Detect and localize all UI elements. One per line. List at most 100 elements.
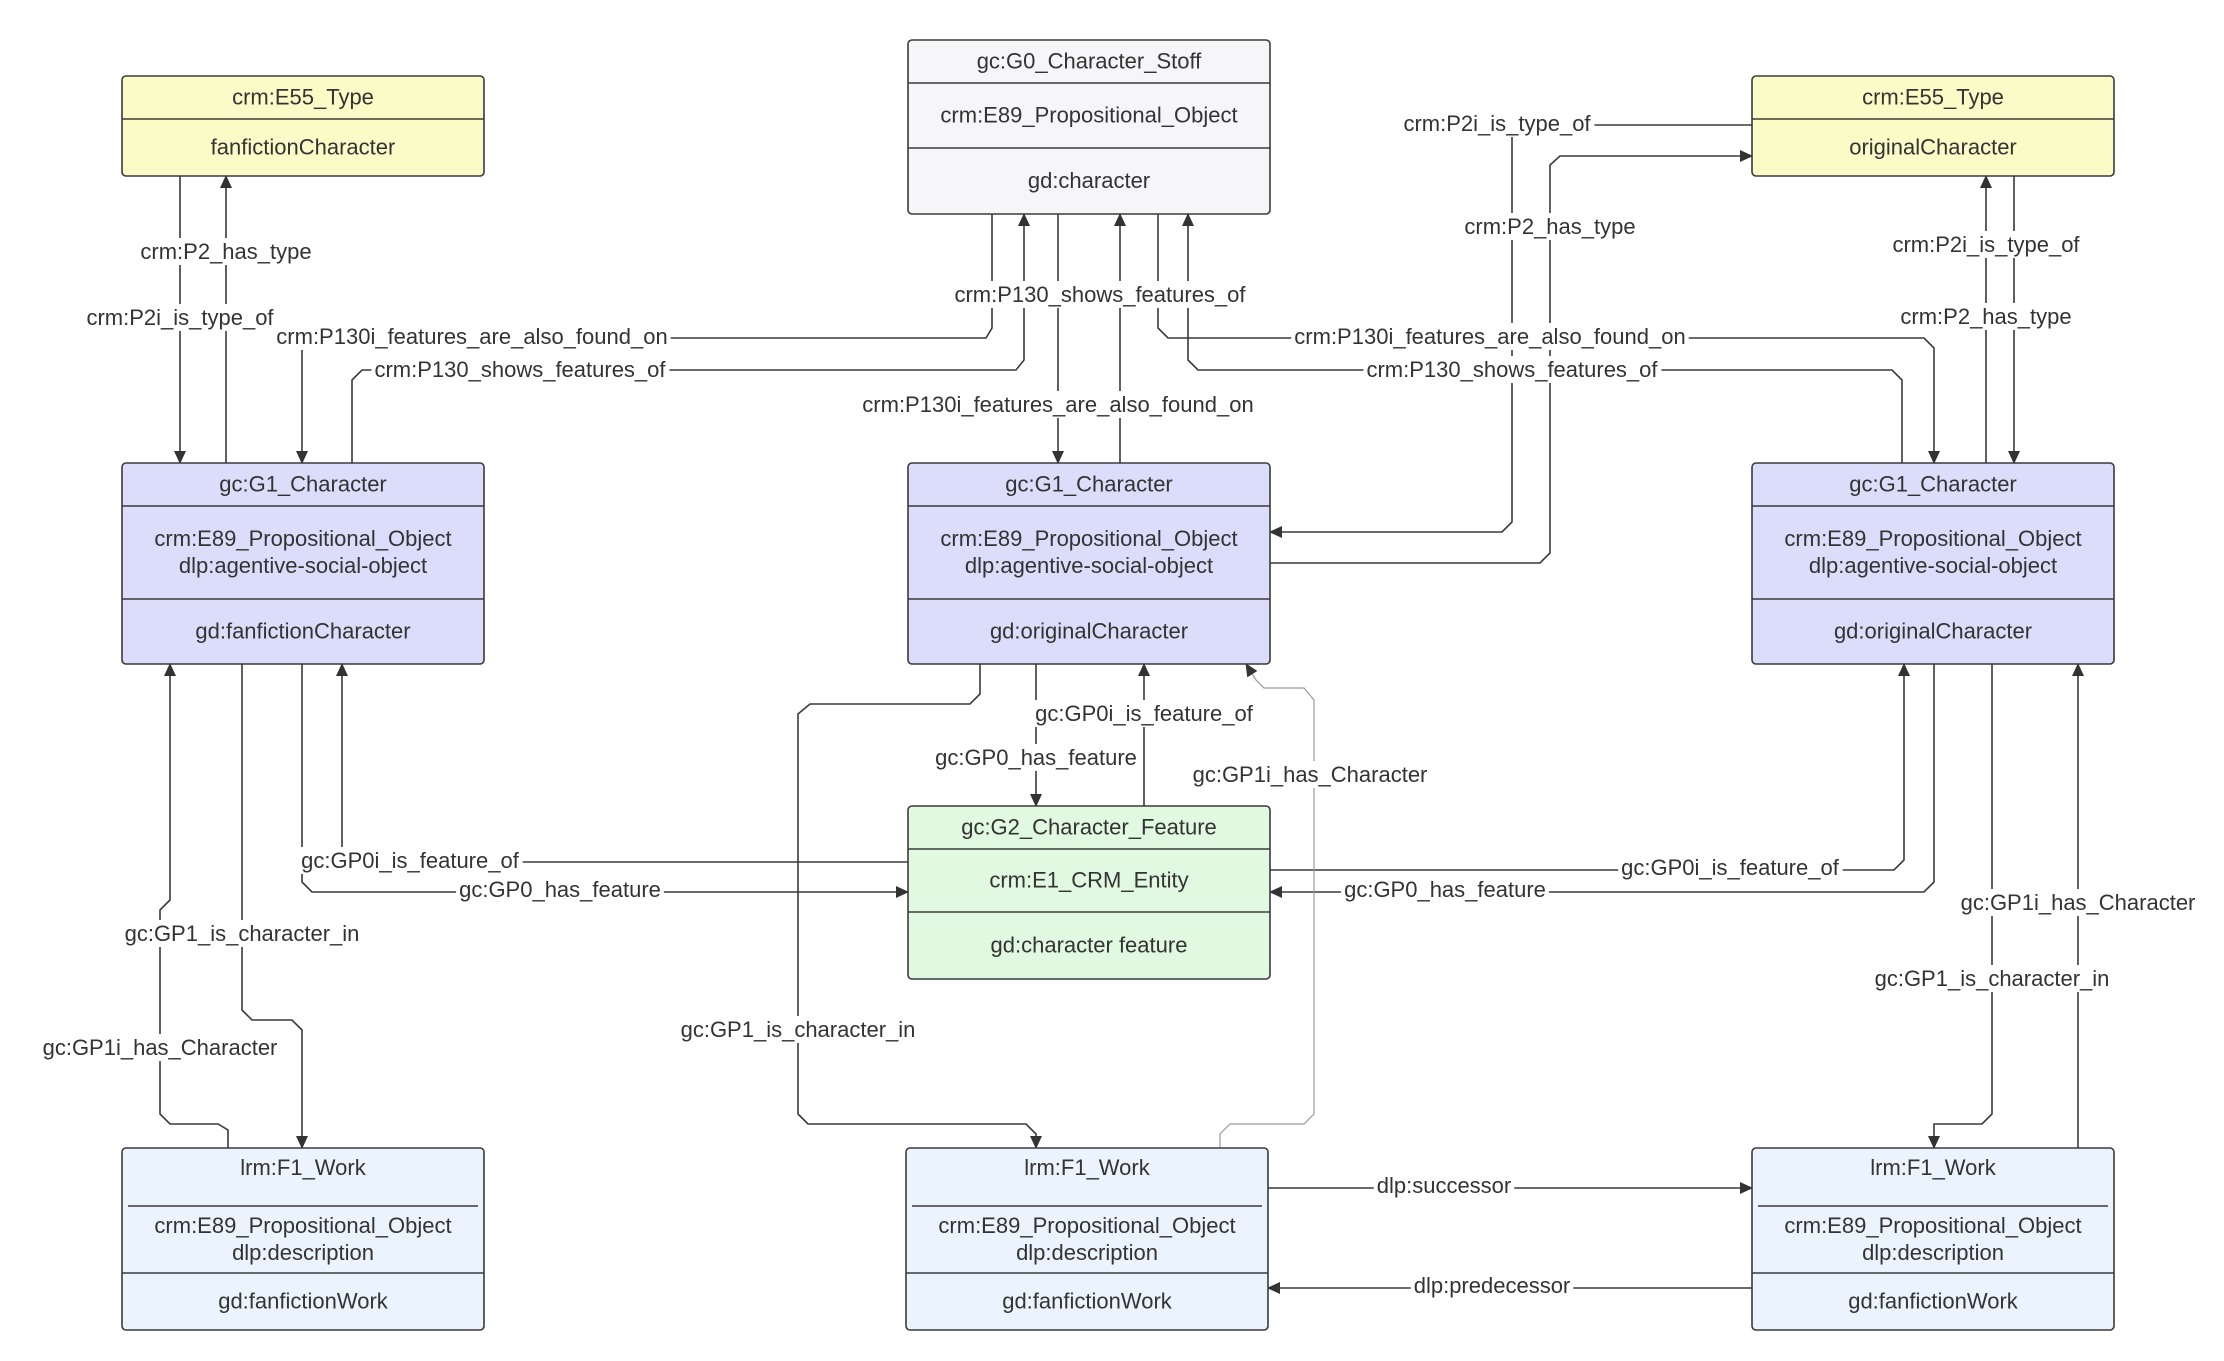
node-section-text: crm:E89_Propositional_Object [1784,526,2081,551]
node-section-text: dlp:agentive-social-object [965,553,1213,578]
node-class-label: gc:G2_Character_Feature [961,815,1217,840]
edge-label-background [951,281,1250,308]
edge-label-background [1373,1172,1515,1199]
edge-label-background [298,847,523,874]
edge-label: dlp:predecessor [1414,1273,1571,1298]
edge-label: crm:P2i_is_type_of [1892,232,2080,257]
edge-label: crm:P130i_features_are_also_found_on [276,324,667,349]
edge-e19 [241,664,308,1149]
node-section-text: dlp:agentive-social-object [1809,553,2057,578]
edge-label-background [1410,1272,1574,1299]
node-class-label: lrm:F1_Work [240,1155,366,1180]
edge-label-background [456,876,664,903]
node-section-text: gd:fanfictionCharacter [195,619,410,644]
edge-label-background [83,304,278,331]
edge-label-background [137,238,315,265]
node-work_mid: lrm:F1_Work crm:E89_Propositional_Objectd… [905,1147,1269,1331]
node-section-text: gd:character feature [991,933,1188,958]
node-class-label: crm:E55_Type [232,85,374,110]
node-class-label: crm:E55_Type [1862,85,2004,110]
edge-label-background [121,920,363,947]
node-type_fanfic: crm:E55_Type fanfictionCharacter [121,75,485,177]
edge-label-background [1889,231,2084,258]
edge-label: crm:P2_has_type [140,239,311,264]
node-section-text: crm:E89_Propositional_Object [1784,1213,2081,1238]
edge-label: gc:GP0i_is_feature_of [1035,701,1254,726]
edge-label-background [1341,876,1549,903]
edge-label: gc:GP1_is_character_in [681,1017,916,1042]
node-section-text: crm:E89_Propositional_Object [940,103,1237,128]
edge-label-background [1618,854,1843,881]
node-class-label: lrm:F1_Work [1024,1155,1150,1180]
edge-label: gc:GP0_has_feature [459,877,661,902]
edge-label-background [1032,700,1257,727]
edge-label: crm:P130_shows_features_of [374,357,666,382]
edge-label-background [1461,213,1639,240]
edge-label-background [273,323,671,350]
edge-e20 [159,663,229,1148]
edge-label-background [1291,323,1689,350]
character-box [121,462,485,665]
character-box [1751,462,2115,665]
node-type_orig: crm:E55_Type originalCharacter [1751,75,2115,177]
edge-label-background [1897,303,2075,330]
node-section-text: crm:E89_Propositional_Object [154,526,451,551]
node-stoff: gc:G0_Character_Stoffcrm:E89_Proposition… [907,39,1271,215]
node-section-text: gd:fanfictionWork [1848,1289,2019,1314]
edge-labels-layer: crm:P2_has_typecrm:P2i_is_type_ofcrm:P13… [39,110,2199,1299]
node-class-label: gc:G1_Character [1849,472,2017,497]
node-section-text: crm:E89_Propositional_Object [940,526,1237,551]
edge-label-background [1957,889,2199,916]
edge-label-background [371,356,670,383]
work-box [121,1147,485,1331]
edge-label: gc:GP1_is_character_in [125,921,360,946]
edge-label: gc:GP1i_has_Character [1961,890,2196,915]
node-work_right: lrm:F1_Work crm:E89_Propositional_Objectd… [1751,1147,2115,1331]
edge-label: crm:P130i_features_are_also_found_on [1294,324,1685,349]
type-box [121,75,485,177]
edge-label: crm:P2_has_type [1464,214,1635,239]
node-section-text: gd:fanfictionWork [1002,1289,1173,1314]
edge-e18 [1269,664,1935,898]
node-section-text: gd:originalCharacter [990,619,1188,644]
edge-e22 [1219,663,1315,1148]
edge-label: dlp:successor [1377,1173,1512,1198]
edge-e21 [797,664,1042,1149]
edge-label: crm:P2i_is_type_of [86,305,274,330]
edge-e24 [1928,664,1993,1149]
node-section-text: crm:E89_Propositional_Object [938,1213,1235,1238]
node-section-text: dlp:description [1016,1240,1158,1265]
node-section-text: gd:originalCharacter [1834,619,2032,644]
edge-label-background [1363,356,1662,383]
node-class-label: lrm:F1_Work [1870,1155,1996,1180]
edge-label: gc:GP1_is_character_in [1875,966,2110,991]
edge-e13 [336,663,908,863]
node-section-text: gd:character [1028,168,1150,193]
edge-e17 [1270,663,1910,871]
node-section-text: dlp:agentive-social-object [179,553,427,578]
work-box [905,1147,1269,1331]
work-box [1751,1147,2115,1331]
type-box [1751,75,2115,177]
edge-label-background [859,391,1257,418]
edge-e4 [351,213,1030,463]
edge-label: gc:GP0i_is_feature_of [1621,855,1840,880]
node-char_orig: gc:G1_Character crm:E89_Propositional_Obj… [1751,462,2115,665]
edge-label-background [1189,761,1431,788]
node-class-label: gc:G1_Character [1005,472,1173,497]
edge-label-background [677,1016,919,1043]
edge-label: gc:GP0_has_feature [1344,877,1546,902]
edge-label-background [39,1034,281,1061]
node-char_mid: gc:G1_Character crm:E89_Propositional_Obj… [907,462,1271,665]
node-char_fanfic: gc:G1_Charactercrm:E89_Propositional_Obj… [121,462,485,665]
edge-label: crm:P130_shows_features_of [1366,357,1658,382]
node-section-text: dlp:description [232,1240,374,1265]
edge-label: crm:P130_shows_features_of [954,282,1246,307]
node-section-text: fanfictionCharacter [211,135,396,160]
node-section-text: dlp:description [1862,1240,2004,1265]
node-feature: gc:G2_Character_Featurecrm:E1_CRM_Entity… [907,805,1271,980]
edge-label-background [1871,965,2113,992]
edge-label: crm:P2_has_type [1900,304,2071,329]
node-section-text: originalCharacter [1849,135,2017,160]
